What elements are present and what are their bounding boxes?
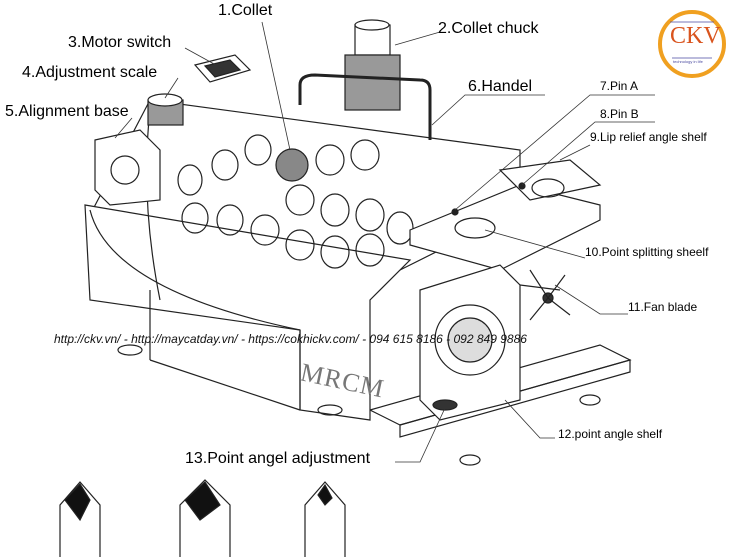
label-alignment-base: 5.Alignment base	[5, 103, 129, 120]
ckv-logo	[658, 10, 726, 78]
label-collet-chuck: 2.Collet chuck	[438, 20, 539, 37]
collet-holes	[177, 134, 414, 269]
drill-bit-examples	[59, 479, 346, 557]
label-lip-relief-angle-shelf: 9.Lip relief angle shelf	[590, 130, 707, 144]
label-fan-blade: 11.Fan blade	[628, 300, 698, 314]
label-motor-switch: 3.Motor switch	[68, 34, 172, 51]
logo-text: CKV	[670, 23, 721, 49]
label-pin-b: 8.Pin B	[600, 107, 639, 121]
leader-lines	[114, 21, 655, 463]
label-pin-a: 7.Pin A	[600, 79, 639, 93]
collet	[275, 148, 309, 182]
logo-tagline: technology in life	[673, 59, 703, 64]
label-adjustment-scale: 4.Adjustment scale	[22, 64, 158, 81]
fan-blade	[529, 269, 571, 321]
label-point-splitting-shelf: 10.Point splitting sheelf	[585, 245, 709, 259]
label-collet: 1.Collet	[218, 2, 273, 19]
label-handel: 6.Handel	[468, 78, 533, 95]
watermark-contact: http://ckv.vn/ - http://maycatday.vn/ - …	[54, 332, 527, 346]
label-point-angle-shelf: 12.point angle shelf	[558, 427, 663, 441]
label-point-angel-adjustment: 13.Point angel adjustment	[185, 450, 371, 467]
